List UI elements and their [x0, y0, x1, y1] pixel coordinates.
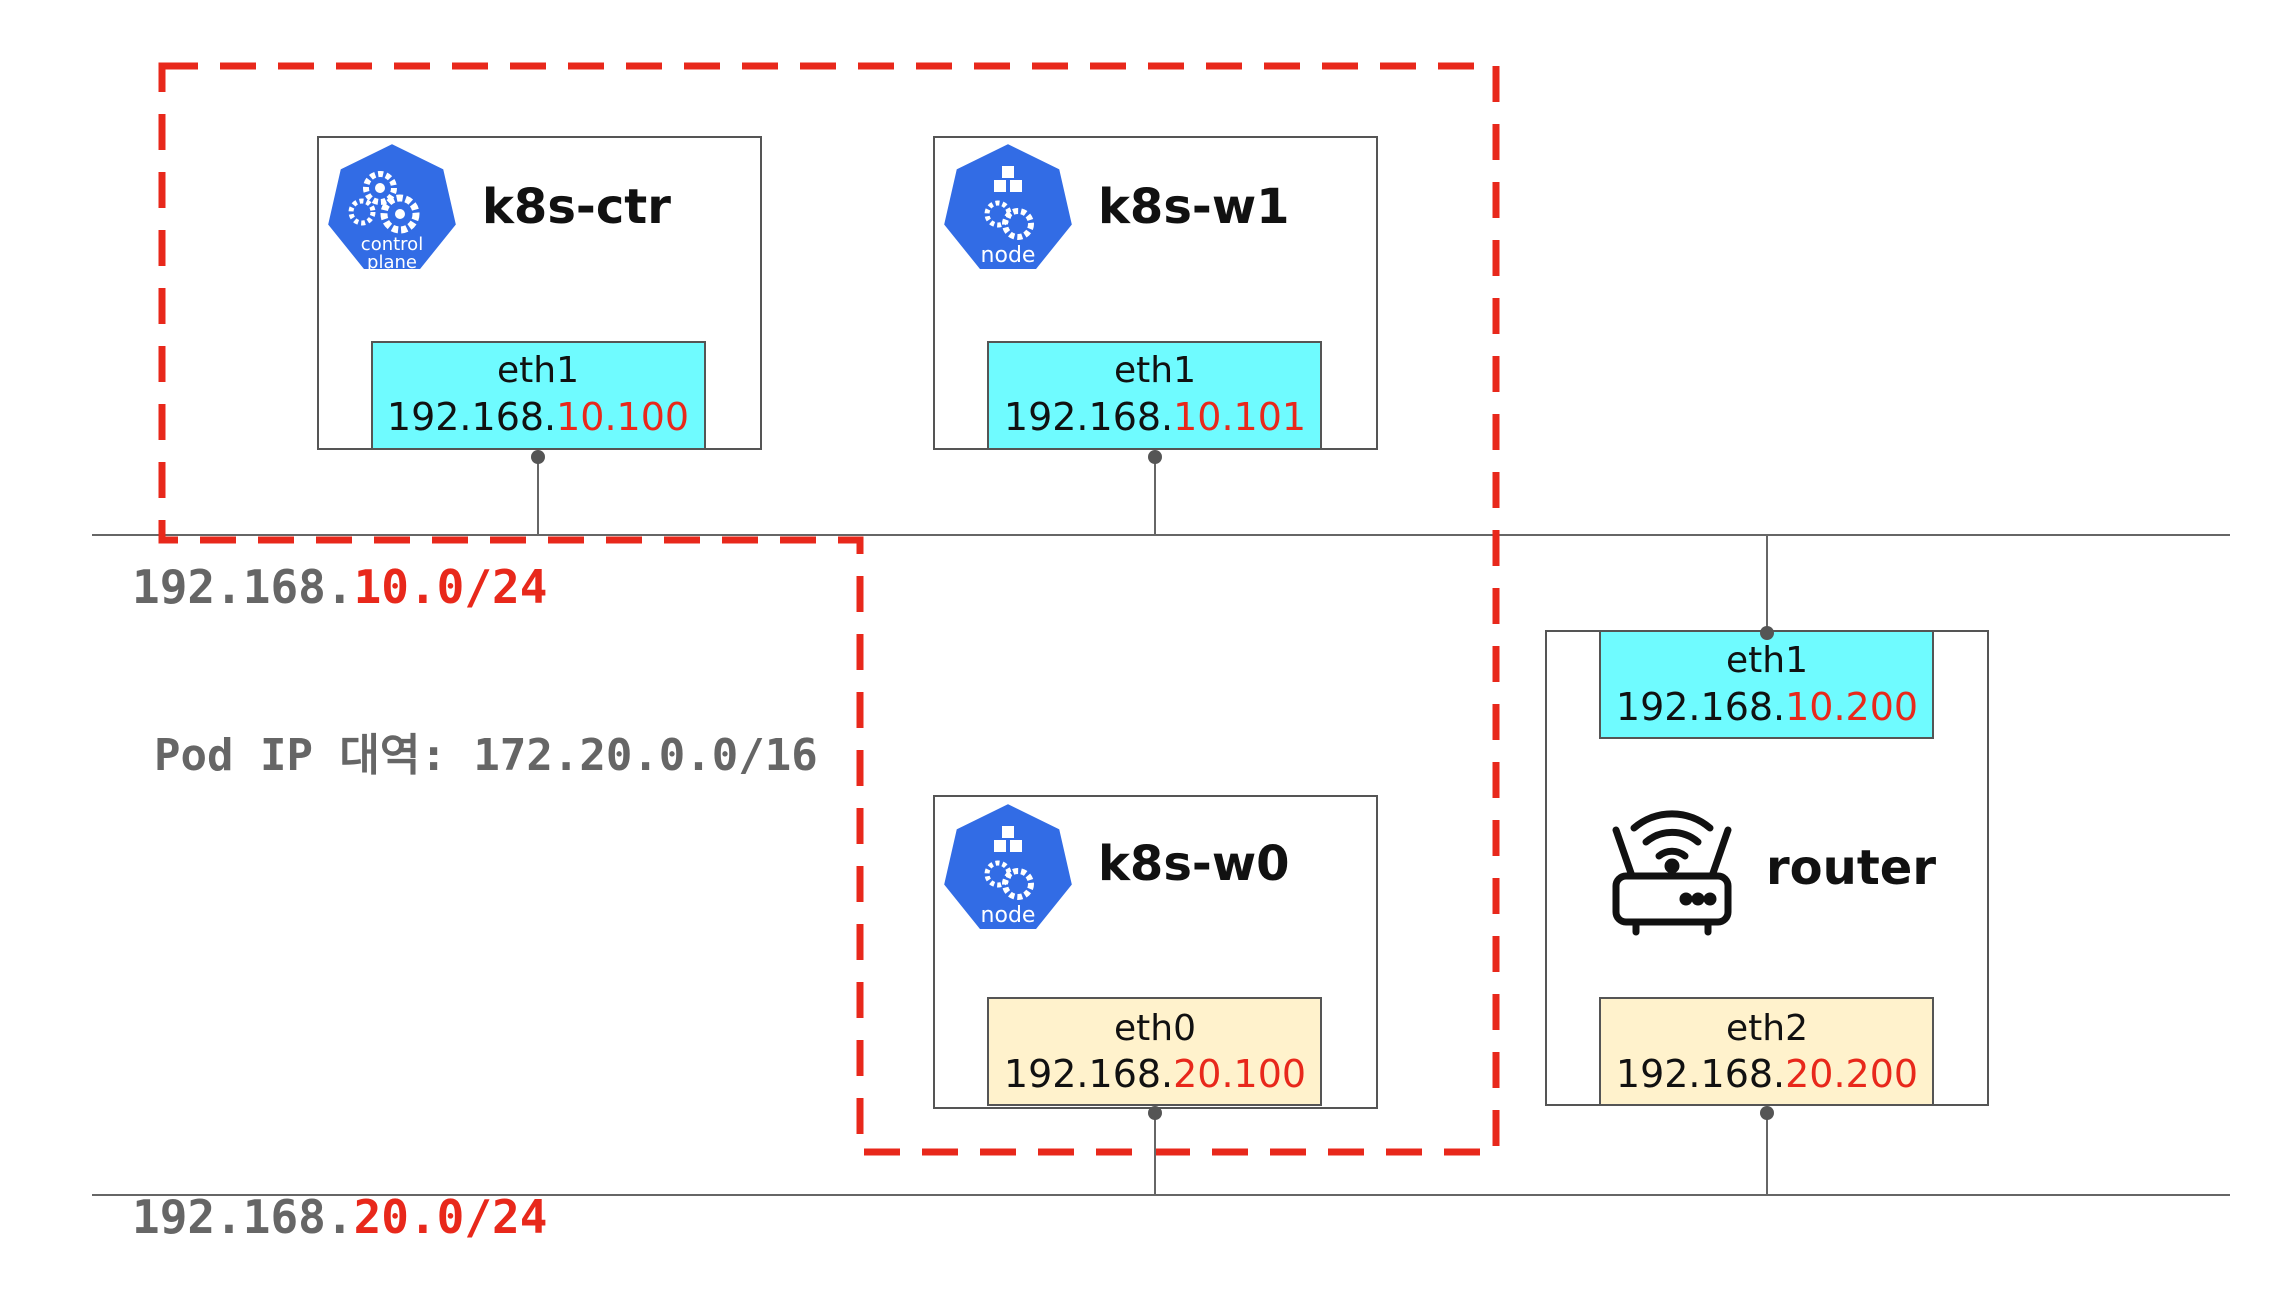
port-dot-k8s-w0 — [1148, 1106, 1162, 1120]
interface-name: eth1 — [1114, 350, 1196, 391]
ip-highlight: 10.200 — [1785, 685, 1918, 729]
interface-ip: 192.168.10.101 — [1004, 395, 1306, 439]
interface-name: eth1 — [497, 350, 579, 391]
net-prefix: 192.168. — [132, 1190, 354, 1244]
interface-box — [987, 341, 1322, 450]
interface-ip-top: 192.168.10.200 — [1616, 685, 1918, 729]
ip-prefix: 192.168. — [1004, 395, 1173, 439]
kubernetes-control-plane-icon: control plane — [323, 139, 461, 273]
interface-name-bottom: eth2 — [1726, 1008, 1808, 1049]
interface-box — [371, 341, 706, 450]
icon-label-plane: plane — [367, 252, 417, 273]
kubernetes-node-icon: node — [939, 139, 1077, 273]
port-dot-k8s-w1 — [1148, 450, 1162, 464]
net-highlight: 20.0/24 — [354, 1190, 548, 1244]
ip-highlight: 10.101 — [1173, 395, 1306, 439]
ip-highlight: 20.200 — [1785, 1052, 1918, 1096]
icon-label-node: node — [981, 243, 1036, 268]
node-title: k8s-w1 — [1098, 179, 1290, 235]
interface-ip: 192.168.10.100 — [387, 395, 689, 439]
interface-box-bottom — [1599, 997, 1934, 1106]
interface-box — [987, 997, 1322, 1106]
network-label-10: 192.168.10.0/24 — [132, 560, 547, 614]
ip-prefix: 192.168. — [1616, 685, 1785, 729]
ip-prefix: 192.168. — [1004, 1052, 1173, 1096]
net-prefix: 192.168. — [132, 560, 354, 614]
interface-name: eth0 — [1114, 1008, 1196, 1049]
port-dot-router-bottom — [1760, 1106, 1774, 1120]
dashed-pod-network-outline — [158, 62, 1500, 1156]
ip-highlight: 20.100 — [1173, 1052, 1306, 1096]
node-title: router — [1766, 840, 1936, 896]
node-k8s-ctr[interactable]: control plane k8s-ctr eth1 192.168.10.10… — [317, 136, 762, 450]
kubernetes-node-icon: node — [939, 799, 1077, 933]
interface-ip: 192.168.20.100 — [1004, 1052, 1306, 1096]
interface-ip-bottom: 192.168.20.200 — [1616, 1052, 1918, 1096]
icon-label-control: control — [361, 234, 423, 255]
net-highlight: 10.0/24 — [354, 560, 548, 614]
node-k8s-w0[interactable]: node k8s-w0 eth0 192.168.20.100 — [933, 795, 1378, 1109]
ip-prefix: 192.168. — [1616, 1052, 1785, 1096]
node-title: k8s-ctr — [482, 179, 671, 235]
port-dot-router-top — [1760, 626, 1774, 640]
wifi-router-icon — [1612, 810, 1732, 936]
node-title: k8s-w0 — [1098, 836, 1290, 892]
port-dot-k8s-ctr — [531, 450, 545, 464]
node-k8s-w1[interactable]: node k8s-w1 eth1 192.168.10.101 — [933, 136, 1378, 450]
icon-label-node: node — [981, 903, 1036, 928]
interface-box-top — [1599, 630, 1934, 739]
pod-cidr-label: Pod IP 대역: 172.20.0.0/16 — [154, 730, 818, 781]
interface-name-top: eth1 — [1726, 640, 1808, 681]
ip-prefix: 192.168. — [387, 395, 556, 439]
node-router[interactable]: eth1 192.168.10.200 router eth2 192.168.… — [1545, 630, 1989, 1106]
ip-highlight: 10.100 — [556, 395, 689, 439]
network-label-20: 192.168.20.0/24 — [132, 1190, 547, 1244]
